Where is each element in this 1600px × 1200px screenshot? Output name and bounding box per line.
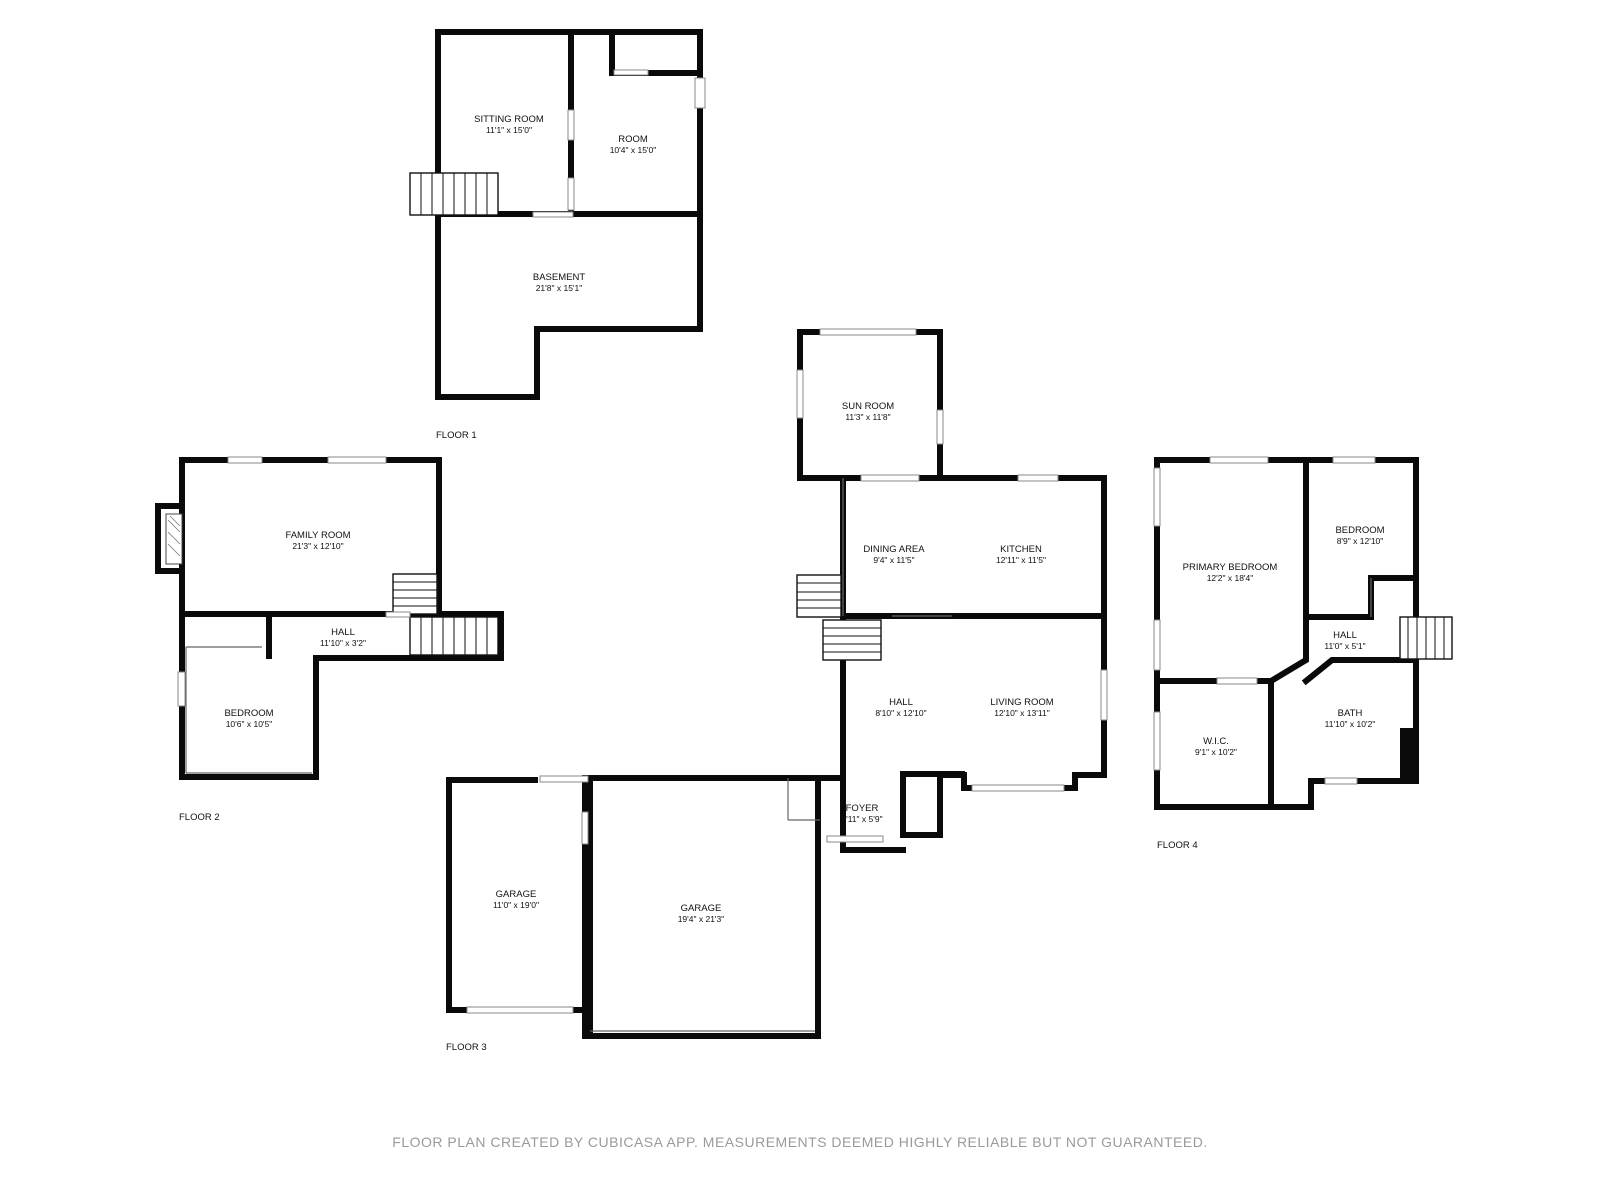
room-dims: 8'9" x 12'10" — [1337, 536, 1384, 546]
floor-4: PRIMARY BEDROOM 12'2" x 18'4" BEDROOM 8'… — [1153, 456, 1453, 851]
fireplace-icon — [155, 503, 185, 574]
room-dims: 12'11" x 11'5" — [996, 555, 1046, 565]
room-name: HALL — [331, 627, 355, 638]
room-name: LIVING ROOM — [990, 697, 1053, 708]
room-dims: 9'1" x 10'2" — [1195, 747, 1237, 757]
floor-label: FLOOR 2 — [179, 812, 220, 823]
room-name: W.I.C. — [1203, 736, 1229, 747]
room-dims: 21'3" x 12'10" — [292, 541, 343, 551]
room-dims: 11'0" x 19'0" — [493, 900, 539, 910]
room-name: PRIMARY BEDROOM — [1183, 562, 1278, 573]
room-dims: 8'10" x 12'10" — [875, 708, 926, 718]
room-dims: 11'10" x 10'2" — [1325, 719, 1376, 729]
stair-icon — [796, 574, 842, 618]
room-dims: 11'1" x 15'0" — [486, 125, 532, 135]
room-name: SITTING ROOM — [474, 114, 544, 125]
room-name: FAMILY ROOM — [285, 530, 350, 541]
floor-label: FLOOR 3 — [446, 1042, 487, 1053]
stair-icon — [392, 573, 438, 615]
room-dims: 12'10" x 13'11" — [994, 708, 1049, 718]
room-name: SUN ROOM — [842, 401, 894, 412]
stair-icon — [409, 172, 499, 216]
room-dims: 11'3" x 11'8" — [845, 412, 890, 422]
room-name: GARAGE — [681, 903, 722, 914]
room-dims: 19'4" x 21'3" — [678, 914, 725, 924]
room-name: BASEMENT — [533, 272, 585, 283]
room-name: ROOM — [618, 134, 648, 145]
room-name: HALL — [889, 697, 913, 708]
floor-label: FLOOR 1 — [436, 430, 477, 441]
room-name: FOYER — [846, 803, 879, 814]
room-dims: 12'2" x 18'4" — [1207, 573, 1254, 583]
room-name: BATH — [1338, 708, 1363, 719]
room-dims: 21'8" x 15'1" — [536, 283, 583, 293]
room-name: HALL — [1333, 630, 1357, 641]
tub-icon — [1400, 728, 1416, 778]
room-name: KITCHEN — [1000, 544, 1042, 555]
floor-1: SITTING ROOM 11'1" x 15'0" ROOM 10'4" x … — [409, 29, 706, 441]
stair-icon — [409, 616, 499, 656]
room-name: BEDROOM — [1335, 525, 1384, 536]
room-dims: 11'0" x 5'1" — [1324, 641, 1365, 651]
room-name: DINING AREA — [863, 544, 925, 555]
room-dims: 10'4" x 15'0" — [610, 145, 657, 155]
room-dims: 10'6" x 10'5" — [226, 719, 273, 729]
room-dims: 11'10" x 3'2" — [320, 638, 366, 648]
room-name: GARAGE — [496, 889, 537, 900]
floor-2: FAMILY ROOM 21'3" x 12'10" HALL 11'10" x… — [155, 456, 504, 823]
floor-3: SUN ROOM 11'3" x 11'8" DINING AREA 9'4" … — [446, 328, 1108, 1053]
stair-icon — [822, 619, 882, 661]
room-dims: 6'11" x 5'9" — [841, 814, 882, 824]
floor-label: FLOOR 4 — [1157, 840, 1198, 851]
room-name: BEDROOM — [224, 708, 273, 719]
footer-disclaimer: FLOOR PLAN CREATED BY CUBICASA APP. MEAS… — [392, 1134, 1208, 1150]
stair-icon — [1399, 616, 1453, 660]
room-dims: 9'4" x 11'5" — [873, 555, 914, 565]
